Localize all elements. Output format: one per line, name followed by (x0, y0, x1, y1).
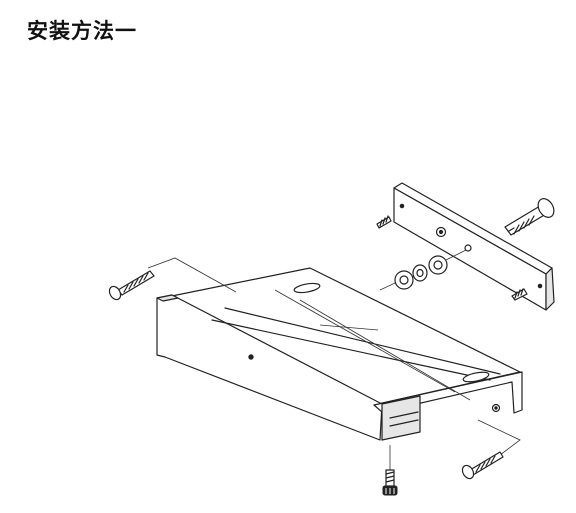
washer-icon (394, 244, 472, 290)
armature-plate-end (545, 267, 555, 311)
small-screw-icon (511, 288, 528, 301)
socket-screw-icon (382, 469, 398, 496)
guide-line (477, 419, 521, 456)
bracket-hole-front (248, 354, 254, 360)
small-screw-icon (376, 215, 392, 229)
page-title: 安装方法一 (27, 19, 137, 43)
bracket-channel (381, 395, 421, 441)
guide-line (445, 249, 467, 261)
bolt-icon (504, 198, 555, 236)
guide-line (379, 282, 396, 291)
l-bracket (156, 267, 523, 441)
long-screw-icon (461, 451, 504, 480)
armature-plate (393, 182, 555, 311)
bracket-slot-left (293, 282, 321, 294)
bracket-slot-right (462, 371, 490, 383)
long-screw-icon (108, 270, 155, 301)
guide-line (147, 257, 237, 293)
bracket-front-wall-top (156, 294, 179, 302)
